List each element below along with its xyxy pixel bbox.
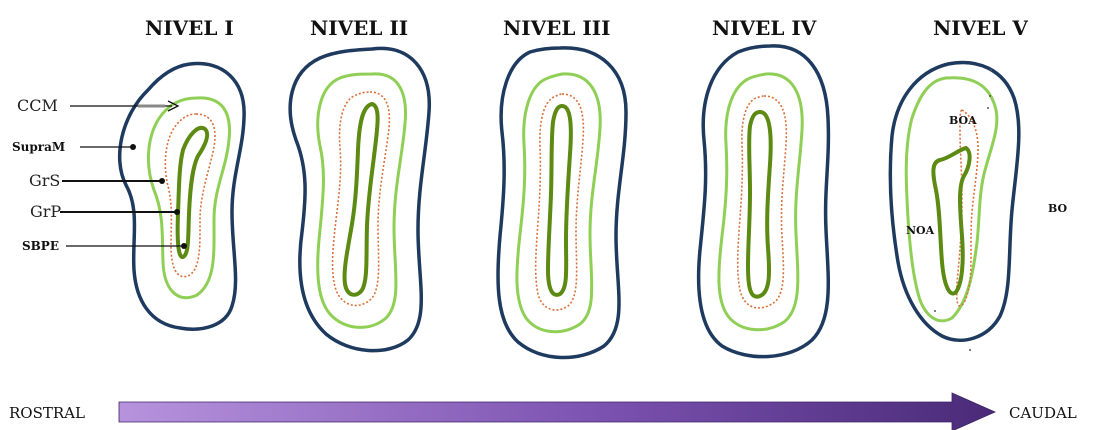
axis-label-rostral: ROSTRAL bbox=[9, 404, 85, 422]
label-grp: GrP bbox=[30, 202, 61, 221]
axis-label-caudal: CAUDAL bbox=[1009, 404, 1077, 422]
level-3-orange-contour bbox=[536, 94, 584, 310]
sbpe-pointer-dot bbox=[181, 243, 187, 249]
level-2-dark-green-contour bbox=[345, 104, 378, 295]
label-supram: SupraM bbox=[12, 140, 65, 154]
label-noa: NOA bbox=[906, 224, 935, 237]
label-ccm: CCM bbox=[17, 96, 58, 115]
level-4-section bbox=[699, 46, 829, 357]
level-4-outer-contour bbox=[699, 46, 829, 357]
grs-pointer-dot bbox=[159, 178, 165, 184]
level-title-1: NIVEL I bbox=[145, 16, 234, 40]
label-sbpe: SBPE bbox=[22, 239, 59, 253]
speck-4 bbox=[934, 310, 936, 312]
level-title-5: NIVEL V bbox=[933, 16, 1028, 40]
supram-pointer-dot bbox=[130, 144, 136, 150]
level-2-section bbox=[290, 48, 429, 350]
level-1-section: CCM SupraM GrS GrP SBPE bbox=[12, 63, 244, 329]
level-title-2: NIVEL II bbox=[310, 16, 408, 40]
label-boa: BOA bbox=[949, 114, 977, 127]
level-4-orange-contour bbox=[738, 96, 787, 308]
label-grs: GrS bbox=[29, 171, 60, 190]
level-3-section bbox=[498, 48, 626, 358]
level-5-dark-green-contour bbox=[933, 148, 969, 294]
level-4-dark-green-contour bbox=[748, 112, 771, 297]
rostral-caudal-arrow bbox=[119, 393, 995, 430]
speck-5 bbox=[969, 349, 971, 351]
speck-1 bbox=[990, 69, 992, 71]
grp-pointer-dot bbox=[174, 209, 180, 215]
level-5-section: BOA NOA BO bbox=[890, 62, 1067, 351]
rostral-caudal-axis: ROSTRAL CAUDAL bbox=[9, 393, 1077, 430]
speck-3 bbox=[987, 107, 989, 109]
level-1-outer-contour bbox=[120, 63, 244, 329]
level-title-4: NIVEL IV bbox=[712, 16, 817, 40]
level-3-dark-green-contour bbox=[548, 106, 571, 295]
level-5-outer-contour bbox=[890, 62, 1018, 340]
label-bo: BO bbox=[1048, 202, 1068, 215]
speck-2 bbox=[989, 95, 991, 97]
level-1-dark-green-contour bbox=[178, 128, 208, 257]
level-3-outer-contour bbox=[498, 48, 626, 358]
level-title-3: NIVEL III bbox=[503, 16, 611, 40]
